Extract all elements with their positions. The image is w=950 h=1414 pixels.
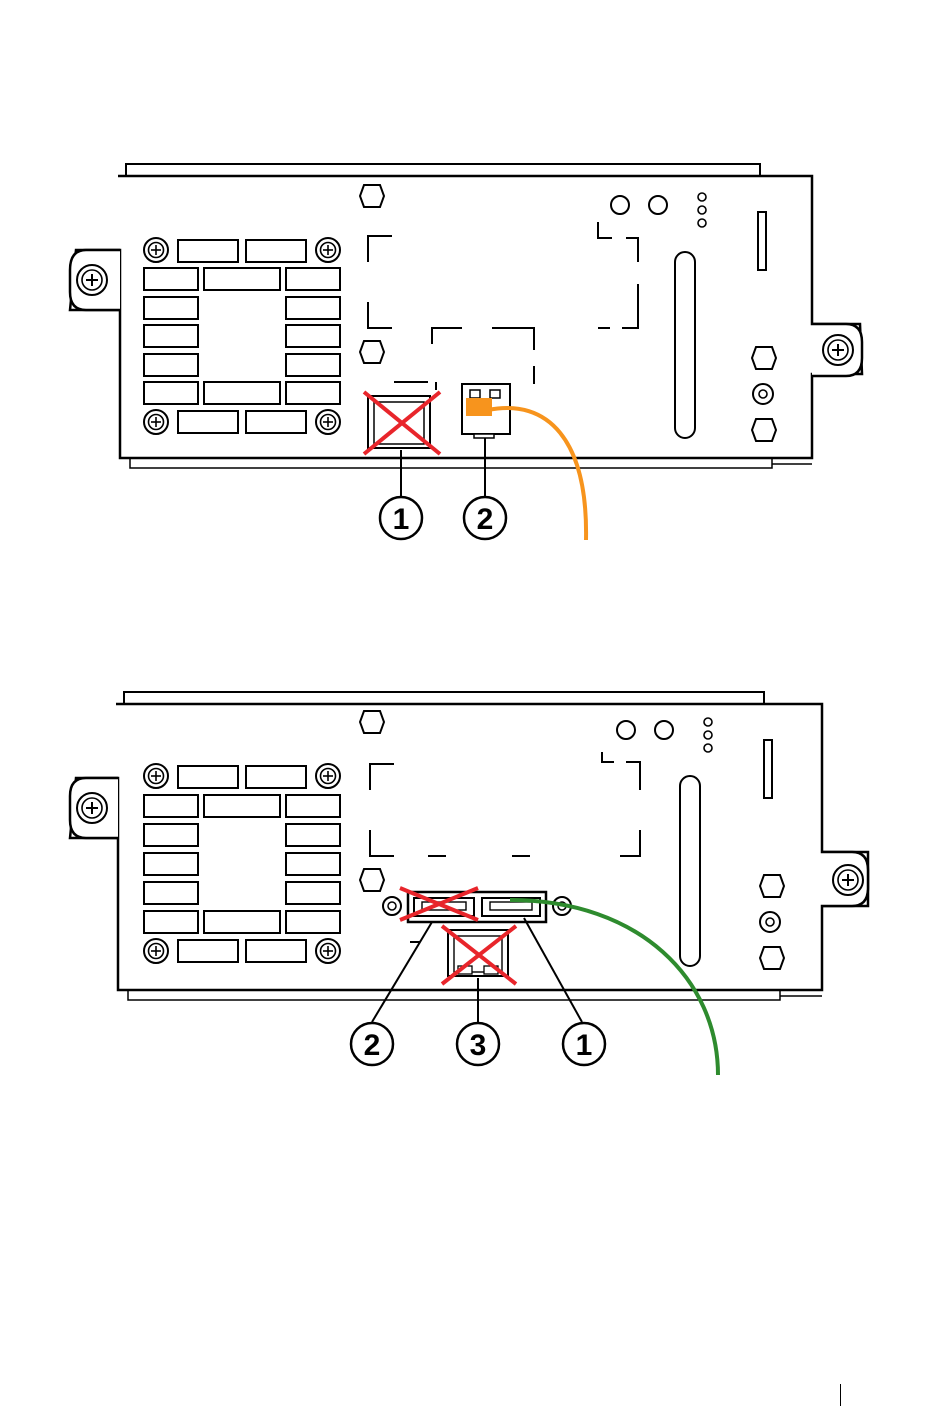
screw-icon [144,939,168,963]
screw-icon [144,410,168,434]
callout-2: 2 [464,497,506,539]
svg-text:2: 2 [364,1029,381,1062]
port-disabled-lower [442,926,516,984]
hex-nut-icon [760,875,784,897]
handle-slot [680,776,700,966]
svg-text:1: 1 [393,503,410,536]
led-icon [655,721,673,739]
hex-nut-icon [360,869,384,891]
led-icon [611,196,629,214]
callout-1: 1 [380,497,422,539]
callout-2: 2 [351,1023,393,1065]
led-icon [617,721,635,739]
svg-text:3: 3 [470,1029,487,1062]
led-icon [649,196,667,214]
vent-grid [144,240,340,433]
screw-icon [316,238,340,262]
hex-nut-icon [360,185,384,207]
svg-text:2: 2 [477,503,494,536]
hex-nut-icon [752,419,776,441]
handle-slot [675,252,695,438]
screw-icon [316,939,340,963]
screw-icon [144,764,168,788]
bottom-module: 2 3 1 [70,692,868,1075]
hex-nut-icon [760,947,784,969]
screw-icon [144,238,168,262]
ear-screw-icon [833,865,863,895]
ear-screw-icon [77,793,107,823]
disabled-port [364,392,440,454]
vent-grid [144,766,340,962]
callout-1: 1 [563,1023,605,1065]
hex-nut-icon [360,341,384,363]
screw-icon [316,764,340,788]
silkscreen-outline [368,222,638,390]
callout-3: 3 [457,1023,499,1065]
svg-text:1: 1 [576,1029,593,1062]
hex-nut-icon [360,711,384,733]
hex-nut-icon [752,347,776,369]
label-slot [758,212,766,270]
label-slot [764,740,772,798]
ethernet-plug-icon [466,398,492,416]
ear-screw-icon [823,335,853,365]
screw-icon [316,410,340,434]
top-module: 1 2 [70,164,862,540]
ear-screw-icon [77,265,107,295]
page-footer-rule [840,1384,841,1406]
